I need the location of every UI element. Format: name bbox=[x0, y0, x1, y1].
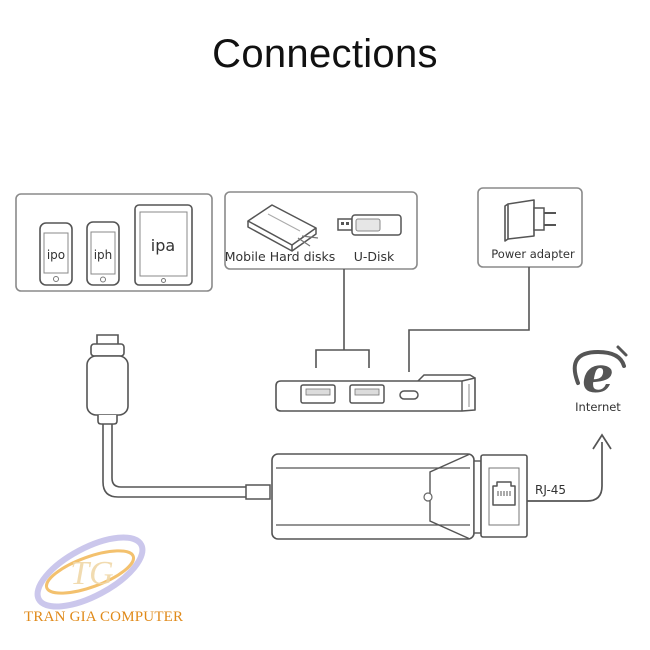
page-title: Connections bbox=[212, 32, 438, 76]
rj45-port-icon bbox=[480, 454, 528, 538]
internet-explorer-icon: e bbox=[572, 345, 628, 404]
arrow-up-icon bbox=[592, 433, 612, 450]
apple-devices-panel: ipo iph ipa bbox=[15, 193, 213, 292]
power-adapter-label: Power adapter bbox=[491, 247, 575, 261]
lightning-tip-icon bbox=[96, 334, 119, 344]
watermark-logo: TG bbox=[34, 534, 146, 610]
ipad-label: ipa bbox=[151, 236, 175, 255]
ipod-icon bbox=[39, 222, 73, 286]
ethernet-adapter bbox=[271, 453, 482, 540]
storage-panel: Mobile Hard disks U-Disk bbox=[224, 191, 418, 270]
power-adapter-panel: Power adapter bbox=[477, 187, 583, 268]
usb-c-port bbox=[399, 390, 419, 400]
internet-label: Internet bbox=[575, 400, 621, 414]
hub-top-view bbox=[275, 374, 476, 412]
connector-lines bbox=[315, 267, 530, 372]
ipad-icon bbox=[134, 204, 193, 286]
hard-disk-label: Mobile Hard disks bbox=[225, 249, 336, 264]
iphone-label: iph bbox=[94, 248, 113, 262]
usb-bracket-line bbox=[315, 349, 370, 368]
internet-arrow-line bbox=[527, 442, 603, 502]
ipod-label: ipo bbox=[47, 248, 65, 262]
udisk-label: U-Disk bbox=[354, 249, 395, 264]
usb-port-2 bbox=[349, 384, 385, 404]
usb-port-1 bbox=[300, 384, 336, 404]
watermark-text: TRAN GIA COMPUTER bbox=[24, 609, 184, 625]
lightning-cable bbox=[86, 334, 271, 500]
watermark-logo-letters: TG bbox=[70, 555, 113, 592]
lightning-plug bbox=[86, 355, 129, 416]
rj45-label: RJ-45 bbox=[535, 483, 566, 497]
power-feed-line bbox=[408, 267, 530, 372]
iphone-icon bbox=[86, 221, 120, 286]
hard-disk-icon bbox=[247, 204, 319, 252]
power-adapter-icon bbox=[504, 199, 556, 242]
usb-drive-icon bbox=[337, 214, 402, 236]
